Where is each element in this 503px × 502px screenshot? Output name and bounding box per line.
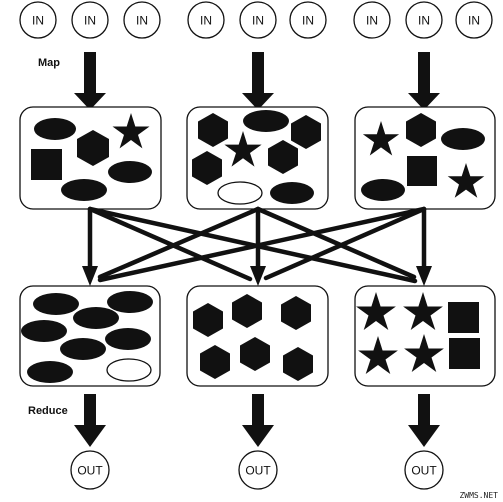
input-label: IN	[32, 14, 44, 28]
input-label: IN	[136, 14, 148, 28]
output-row: OUT OUT OUT	[70, 450, 444, 490]
shuffle-arrowheads	[82, 266, 432, 286]
output-node-3: OUT	[404, 450, 444, 490]
input-node-9: IN	[455, 1, 493, 39]
input-node-5: IN	[239, 1, 277, 39]
input-label: IN	[252, 14, 264, 28]
ellipse-shape	[108, 161, 152, 183]
hexagon-shape	[406, 113, 436, 147]
arrowhead	[82, 266, 98, 286]
input-label: IN	[366, 14, 378, 28]
output-label: OUT	[411, 464, 437, 478]
arrowhead	[416, 266, 432, 286]
square-shape	[31, 149, 62, 180]
shuffle-lines	[87, 206, 427, 284]
reduce-arrow-3	[408, 394, 440, 447]
ellipse-shape	[441, 128, 485, 150]
hexagon-shape	[77, 130, 109, 166]
map-stage-label: Map	[38, 57, 60, 69]
square-shape	[407, 156, 437, 186]
reduce-box-stars-squares	[354, 285, 496, 387]
ellipse-shape	[61, 179, 107, 201]
input-node-2: IN	[71, 1, 109, 39]
map-arrow-2	[242, 52, 274, 110]
watermark-text: ZWMS.NET	[457, 491, 500, 500]
star-shape	[447, 163, 485, 198]
shuffle-line	[97, 206, 261, 280]
reduce-box-hexagons	[186, 285, 329, 387]
input-node-8: IN	[405, 1, 443, 39]
input-node-3: IN	[123, 1, 161, 39]
reduce-stage-label: Reduce	[28, 405, 68, 417]
shuffle-line	[87, 206, 253, 282]
ellipse-shape	[361, 179, 405, 201]
input-label: IN	[84, 14, 96, 28]
hexagon-shape	[192, 151, 222, 185]
output-node-1: OUT	[70, 450, 110, 490]
map-arrow-3	[408, 52, 440, 110]
input-label: IN	[200, 14, 212, 28]
star-shape	[224, 131, 262, 167]
output-node-2: OUT	[238, 450, 278, 490]
map-box-3	[354, 106, 496, 210]
map-box-2	[186, 106, 329, 210]
reduce-arrow-2	[242, 394, 274, 447]
star-shape	[112, 113, 150, 149]
shuffle-line	[255, 206, 417, 280]
input-node-6: IN	[289, 1, 327, 39]
shuffle-line	[263, 206, 427, 281]
map-arrow-1	[74, 52, 106, 110]
hexagon-shape	[268, 140, 298, 174]
output-label: OUT	[245, 464, 271, 478]
empty-ellipse-shape	[217, 181, 263, 205]
input-label: IN	[468, 14, 480, 28]
arrowhead	[250, 266, 266, 286]
reduce-box-ellipses	[19, 285, 161, 387]
input-label: IN	[418, 14, 430, 28]
input-node-7: IN	[353, 1, 391, 39]
reduce-arrow-1	[74, 394, 106, 447]
ellipse-shape	[243, 110, 289, 132]
hexagon-shape	[291, 115, 321, 149]
ellipse-shape	[34, 118, 76, 140]
ellipse-shape	[270, 182, 314, 204]
output-label: OUT	[77, 464, 103, 478]
input-node-4: IN	[187, 1, 225, 39]
shuffle-line	[97, 206, 427, 283]
reduce-arrows	[74, 394, 440, 447]
map-arrows	[74, 52, 440, 110]
star-shape	[362, 121, 400, 156]
empty-ellipse-shape	[106, 358, 152, 382]
input-row: IN IN IN IN IN IN IN IN IN	[19, 1, 493, 39]
input-node-1: IN	[19, 1, 57, 39]
hexagon-shape	[198, 113, 228, 147]
input-label: IN	[302, 14, 314, 28]
map-box-1	[19, 106, 162, 210]
